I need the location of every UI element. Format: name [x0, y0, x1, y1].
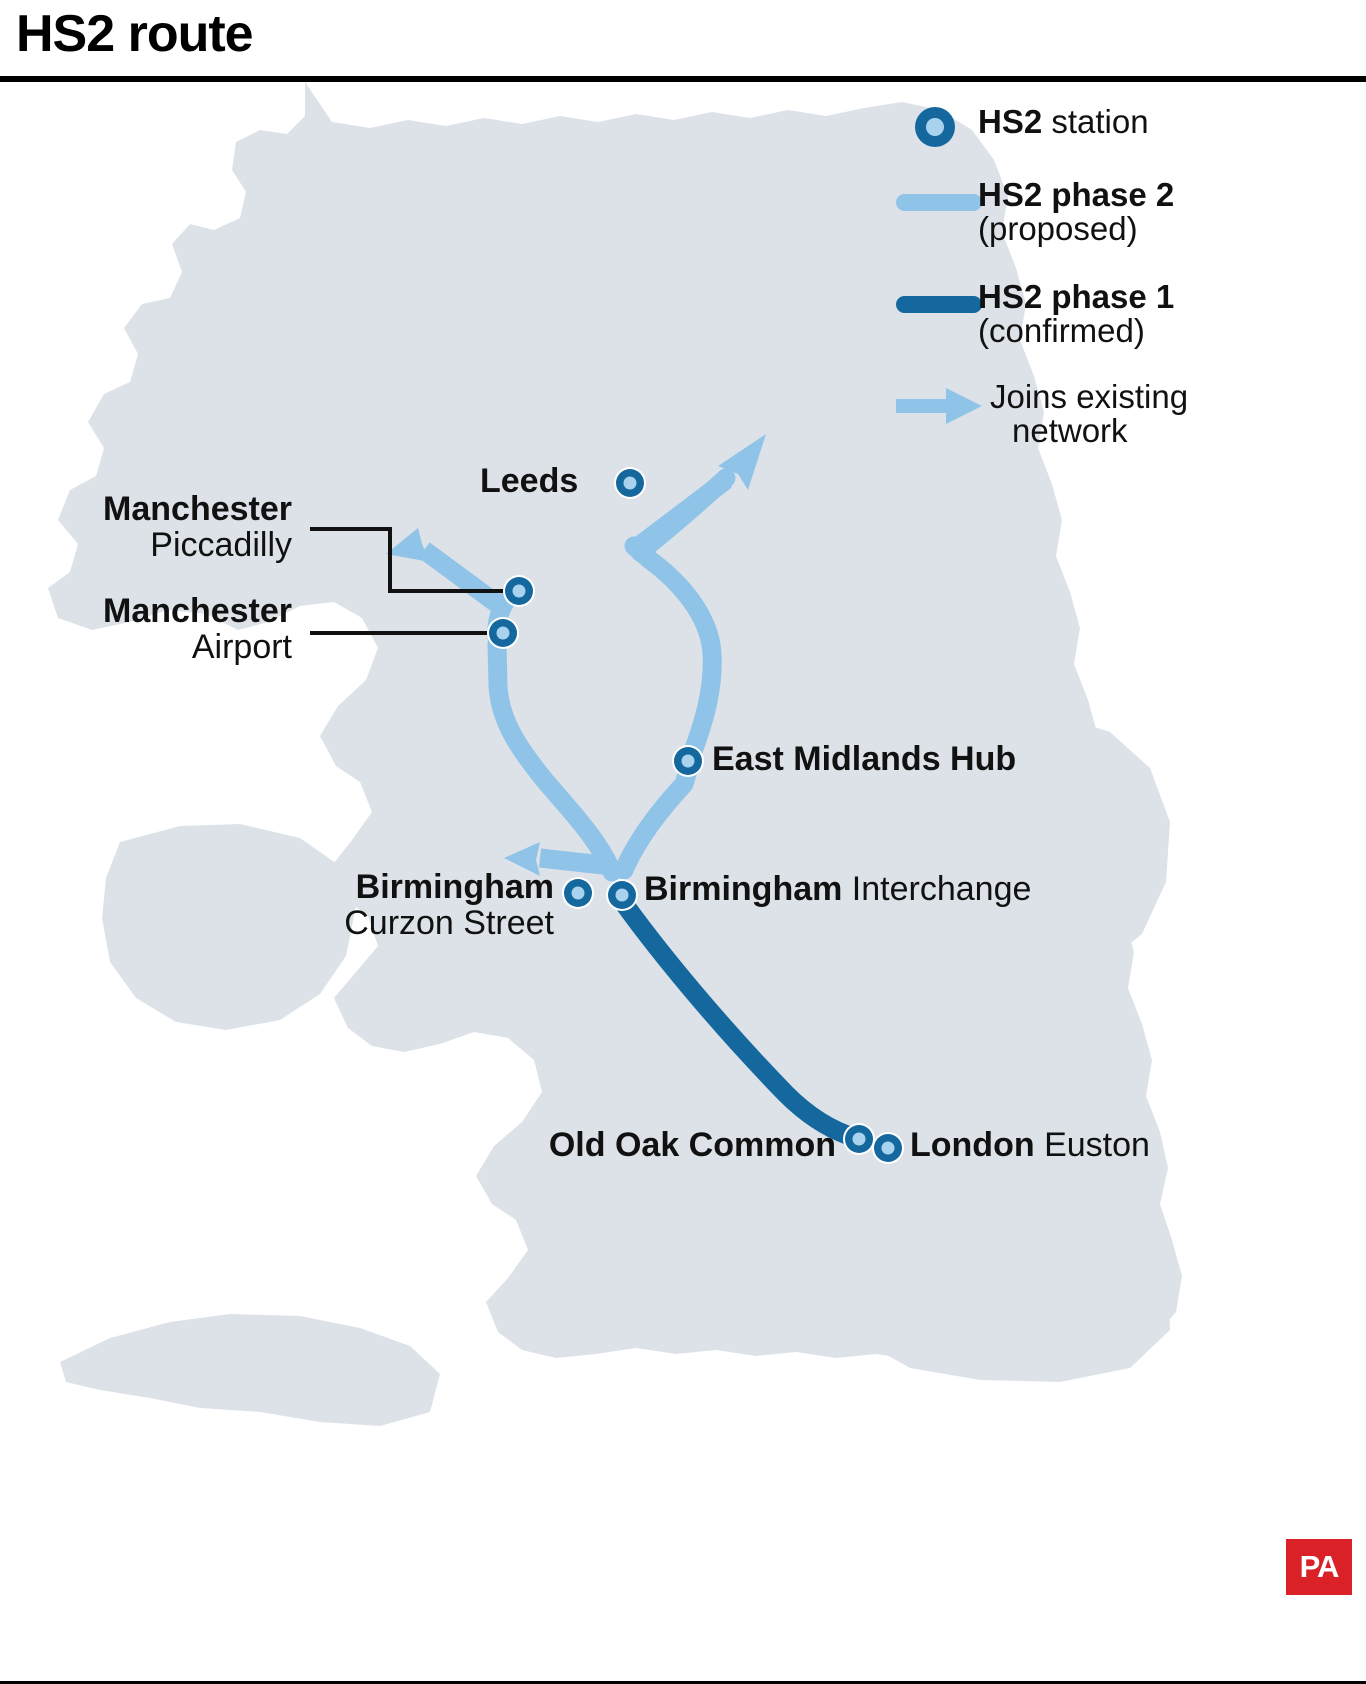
label-old-oak-common: Old Oak Common [430, 1126, 836, 1164]
hs2-station-icon [912, 104, 958, 155]
label-east-midlands-hub-text: East Midlands Hub [712, 740, 1017, 778]
label-manchester-airport-line1: Manchester [103, 592, 292, 630]
arrowhead-manchester-nw [386, 528, 430, 562]
wales [102, 824, 356, 1030]
east-anglia [956, 716, 1170, 980]
label-birmingham-interchange-bold: Birmingham [644, 870, 843, 908]
legend-label-hs2-station: HS2 station [978, 103, 1149, 140]
hs2-phase1-line [610, 888, 866, 1148]
joins-existing-arrow-icon [896, 386, 984, 431]
phase2-arrow-stubs [418, 472, 732, 876]
legend-joins-line2: network [1012, 412, 1128, 450]
label-birmingham-interchange-rest: Interchange [842, 870, 1032, 908]
leader-manchester-piccadilly [310, 527, 503, 593]
label-manchester-piccadilly-line2: Piccadilly [150, 525, 292, 564]
phase2-east-midlands-to-leeds [624, 536, 722, 764]
station-birmingham-curzon-street[interactable] [562, 877, 594, 909]
legend-hs2-phase2-bold: HS2 phase 2 [978, 176, 1175, 213]
label-london-euston: London Euston [910, 1126, 1150, 1164]
station-east-midlands-hub[interactable] [672, 745, 704, 777]
phase2-western-leg [487, 634, 622, 882]
legend-hs2-phase2-line2: (proposed) [978, 210, 1138, 248]
page-title: HS2 route [16, 5, 254, 63]
phase2-eastern-leg [614, 754, 700, 880]
phase1-line-icon [896, 296, 982, 313]
label-birmingham-curzon-street: Birmingham Curzon Street [230, 868, 554, 942]
station-manchester-piccadilly[interactable] [503, 575, 535, 607]
label-london-rest: Euston [1034, 1126, 1150, 1164]
legend-hs2-phase1-bold: HS2 phase 1 [978, 278, 1175, 315]
label-manchester-airport-line2: Airport [191, 627, 292, 666]
label-east-midlands-hub: East Midlands Hub [712, 740, 1017, 778]
station-markers [487, 467, 904, 1164]
legend-joins-line1: Joins existing [990, 378, 1189, 415]
south-west-peninsula [60, 1314, 440, 1426]
title-divider [0, 76, 1366, 82]
label-manchester-piccadilly-line1: Manchester [103, 490, 292, 528]
label-birmingham-interchange: Birmingham Interchange [644, 870, 1032, 908]
map-labels-layer: Leeds Manchester Piccadilly Manchester A… [0, 82, 1366, 1603]
pa-logo-text: PA [1299, 1549, 1340, 1584]
station-birmingham-interchange[interactable] [606, 879, 638, 911]
station-leeds[interactable] [614, 467, 646, 499]
header: HS2 route [0, 0, 1366, 82]
legend-hs2-station-bold: HS2 [978, 103, 1043, 140]
legend-label-hs2-phase1: HS2 phase 1 (confirmed) [978, 278, 1175, 350]
legend-label-hs2-phase2: HS2 phase 2 (proposed) [978, 176, 1175, 248]
station-old-oak-common[interactable] [843, 1123, 875, 1155]
legend-hs2-phase1-line2: (confirmed) [978, 312, 1145, 350]
legend-hs2-station-rest: station [1042, 103, 1149, 140]
label-manchester-airport: Manchester Airport [0, 592, 292, 666]
footer-divider [0, 1681, 1366, 1684]
stub-leeds [630, 472, 732, 556]
stub-birmingham [538, 848, 614, 876]
phase2-line-icon [896, 194, 982, 211]
label-london-bold: London [910, 1126, 1035, 1164]
arrowhead-birmingham-west [504, 842, 540, 876]
label-leeds-text: Leeds [480, 462, 579, 500]
station-manchester-airport[interactable] [487, 617, 519, 649]
label-birmingham-curzon-line2: Curzon Street [344, 903, 554, 942]
label-manchester-piccadilly: Manchester Piccadilly [0, 490, 292, 564]
map-stage: Leeds Manchester Piccadilly Manchester A… [0, 82, 1366, 1603]
stub-manchester [418, 542, 506, 614]
station-london-euston[interactable] [872, 1132, 904, 1164]
legend-label-joins-existing-network: Joins existing network [990, 378, 1189, 450]
pa-logo: PA [1286, 1539, 1352, 1595]
leader-lines [310, 527, 503, 635]
label-leeds: Leeds [480, 462, 579, 500]
label-old-oak-common-text: Old Oak Common [548, 1126, 836, 1164]
south-east [842, 1202, 1170, 1382]
phase2-arrowheads [386, 434, 766, 876]
arrowhead-leeds-north [718, 434, 766, 490]
label-birmingham-curzon-line1: Birmingham [355, 868, 554, 906]
